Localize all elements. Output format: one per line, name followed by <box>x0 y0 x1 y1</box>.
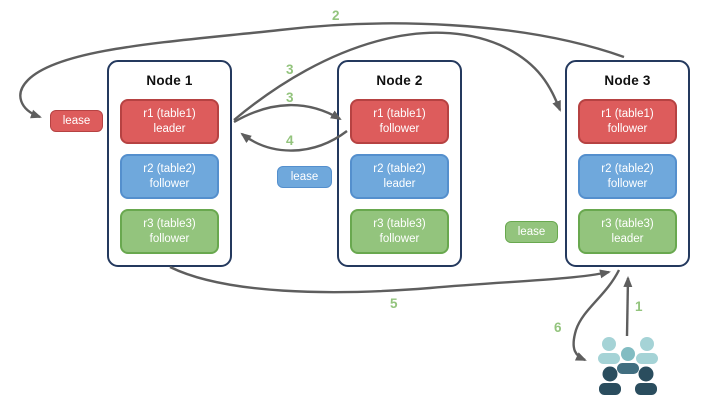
replica-role: leader <box>153 122 186 135</box>
replica-box-r3: r3 (table3) follower <box>120 209 219 254</box>
replica-role: follower <box>607 177 648 190</box>
replica-role: follower <box>149 177 190 190</box>
step-label-3-to-node2: 3 <box>286 90 294 105</box>
replica-box-r3: r3 (table3) follower <box>350 209 449 254</box>
replica-name: r1 (table1) <box>143 107 196 120</box>
replica-name: r1 (table1) <box>373 107 426 120</box>
node-title: Node 2 <box>376 73 423 88</box>
replica-name: r3 (table3) <box>601 217 654 230</box>
replica-role: follower <box>379 122 420 135</box>
node-card-3: Node 3 r1 (table1) follower r2 (table2) … <box>565 60 690 267</box>
lease-badge-table2: lease <box>277 166 332 188</box>
replica-name: r3 (table3) <box>143 217 196 230</box>
replica-box-r3: r3 (table3) leader <box>578 209 677 254</box>
users-group-icon <box>598 337 658 395</box>
replica-role: follower <box>607 122 648 135</box>
node-card-1: Node 1 r1 (table1) leader r2 (table2) fo… <box>107 60 232 267</box>
lease-badge-table1: lease <box>50 110 103 132</box>
arrow-step-3-node1-to-node2 <box>233 103 342 124</box>
node-card-2: Node 2 r1 (table1) follower r2 (table2) … <box>337 60 462 267</box>
arrow-step-1-clients-to-node3 <box>623 276 633 337</box>
replica-name: r2 (table2) <box>143 162 196 175</box>
replica-role: leader <box>383 177 416 190</box>
step-label-3-to-node3: 3 <box>286 62 294 77</box>
replica-name: r3 (table3) <box>373 217 426 230</box>
arrow-step-4-node2-to-node1 <box>240 130 348 152</box>
arrow-step-5-node1-to-node3 <box>169 265 611 294</box>
replica-box-r2: r2 (table2) leader <box>350 154 449 199</box>
replica-role: follower <box>379 232 420 245</box>
step-label-6: 6 <box>554 320 562 335</box>
replica-name: r1 (table1) <box>601 107 654 120</box>
step-label-5: 5 <box>390 296 398 311</box>
replica-role: leader <box>611 232 644 245</box>
replica-box-r2: r2 (table2) follower <box>120 154 219 199</box>
node-title: Node 3 <box>604 73 651 88</box>
node-title: Node 1 <box>146 73 193 88</box>
replica-role: follower <box>149 232 190 245</box>
replica-box-r1: r1 (table1) follower <box>350 99 449 144</box>
lease-badge-table3: lease <box>505 221 558 243</box>
replica-box-r2: r2 (table2) follower <box>578 154 677 199</box>
step-label-1: 1 <box>635 299 643 314</box>
step-label-2: 2 <box>332 8 340 23</box>
step-label-4: 4 <box>286 133 294 148</box>
replica-box-r1: r1 (table1) leader <box>120 99 219 144</box>
replica-box-r1: r1 (table1) follower <box>578 99 677 144</box>
replica-name: r2 (table2) <box>601 162 654 175</box>
replica-name: r2 (table2) <box>373 162 426 175</box>
